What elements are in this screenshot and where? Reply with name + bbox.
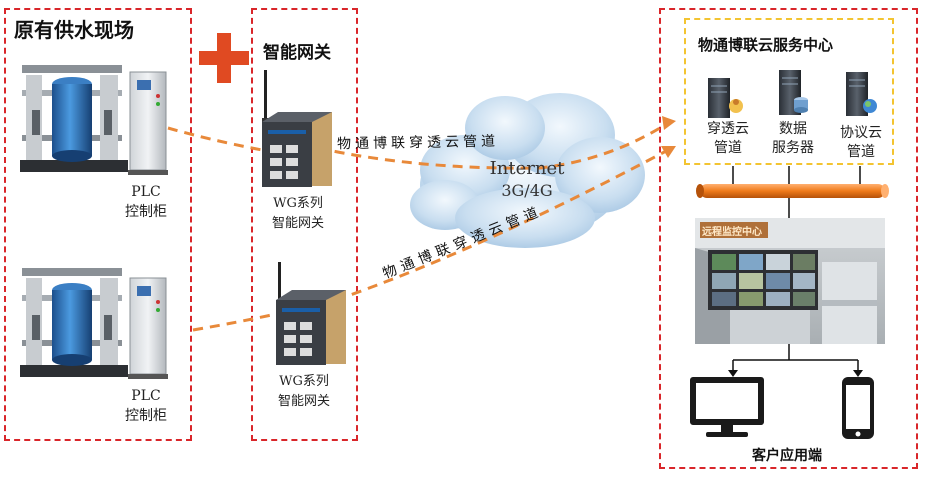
server-data-label-line1: 数据 bbox=[779, 121, 807, 137]
monitoring-caption: 远程监控中心 bbox=[702, 227, 762, 238]
plc-label-2-line1: PLC bbox=[131, 388, 161, 404]
bus-connectors bbox=[732, 166, 861, 218]
network-bus bbox=[696, 184, 889, 198]
server-protocol-label: 协议云 管道 bbox=[826, 124, 896, 162]
plc-label-1: PLC 控制柜 bbox=[108, 182, 184, 222]
gateway-label-2-line1: WG系列 bbox=[279, 374, 329, 389]
server-tunnel-label-line2: 管道 bbox=[714, 140, 742, 156]
service-title: 物通博联云服务中心 bbox=[698, 36, 834, 54]
gateway-device-1 bbox=[262, 70, 332, 187]
server-protocol bbox=[846, 72, 877, 116]
water-pump-set-2 bbox=[20, 268, 128, 377]
tunnel-label-top: 物通博联穿透云管道 bbox=[336, 133, 500, 153]
service-frame bbox=[659, 8, 918, 469]
site-title: 原有供水现场 bbox=[14, 18, 134, 42]
gateway-frame bbox=[251, 8, 358, 441]
gateway-device-2 bbox=[276, 262, 346, 365]
water-pump-set-1 bbox=[20, 65, 128, 172]
client-arrow-right bbox=[853, 370, 863, 377]
internet-label-line1: Internet bbox=[489, 158, 565, 179]
server-protocol-label-line2: 管道 bbox=[847, 144, 875, 160]
plc-cabinet-2 bbox=[128, 277, 168, 379]
internet-cloud bbox=[410, 93, 645, 248]
monitoring-center-photo bbox=[695, 218, 885, 344]
client-connectors bbox=[732, 344, 859, 372]
tunnel-arrows bbox=[167, 121, 669, 332]
client-title: 客户应用端 bbox=[752, 448, 822, 464]
gateway-label-2-line2: 智能网关 bbox=[277, 394, 330, 409]
mobile-phone-icon bbox=[842, 377, 874, 439]
gateway-label-1: WG系列 智能网关 bbox=[252, 194, 344, 234]
server-tunnel bbox=[708, 78, 743, 118]
cloud-service-box bbox=[684, 18, 894, 165]
plc-label-1-line2: 控制柜 bbox=[125, 204, 167, 220]
gateway-label-1-line2: 智能网关 bbox=[271, 216, 324, 231]
plc-cabinet-1 bbox=[128, 71, 168, 175]
client-arrow-left bbox=[728, 370, 738, 377]
desktop-monitor-icon bbox=[690, 377, 764, 437]
server-tunnel-label-line1: 穿透云 bbox=[707, 121, 749, 137]
gateway-label-1-line1: WG系列 bbox=[273, 196, 323, 211]
monitoring-caption-banner bbox=[700, 222, 768, 238]
site-frame bbox=[4, 8, 192, 441]
gateway-label-2: WG系列 智能网关 bbox=[258, 372, 350, 412]
server-tunnel-label: 穿透云 管道 bbox=[693, 120, 763, 158]
internet-label: Internet 3G/4G bbox=[468, 158, 586, 202]
plus-icon bbox=[199, 33, 249, 83]
plc-label-2: PLC 控制柜 bbox=[108, 386, 184, 426]
server-protocol-label-line1: 协议云 bbox=[840, 125, 882, 141]
server-data bbox=[779, 70, 808, 115]
arrow-head-top bbox=[662, 116, 676, 130]
server-data-label: 数据 服务器 bbox=[758, 120, 828, 158]
gateway-title: 智能网关 bbox=[263, 43, 331, 63]
plc-label-2-line2: 控制柜 bbox=[125, 408, 167, 424]
plc-label-1-line1: PLC bbox=[131, 184, 161, 200]
server-data-label-line2: 服务器 bbox=[772, 140, 814, 156]
arrow-head-bottom bbox=[661, 146, 676, 158]
internet-label-line2: 3G/4G bbox=[501, 181, 553, 200]
